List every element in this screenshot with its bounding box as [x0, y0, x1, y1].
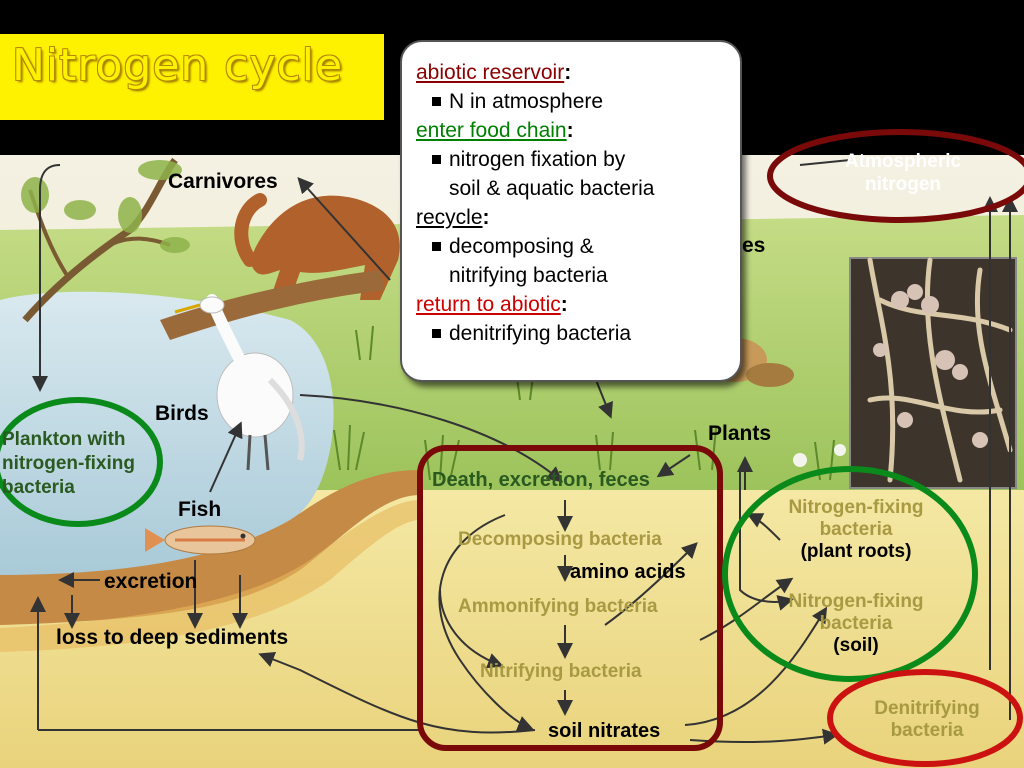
- cycle-arrows: [30, 164, 1018, 745]
- nitrogen-fixing-highlight-circle: [722, 466, 978, 682]
- ammonifying-bacteria-label: Ammonifying bacteria: [458, 596, 658, 617]
- tree: [21, 157, 190, 323]
- abiotic-reservoir-heading: abiotic reservoir:: [416, 61, 572, 84]
- carnivores-label: Carnivores: [168, 170, 278, 193]
- plants-label: Plants: [708, 422, 772, 445]
- bullet-item-continued: nitrifying bacteria: [449, 264, 608, 287]
- recycle-heading: recycle:: [416, 206, 490, 229]
- info-callout: abiotic reservoir: N in atmosphere enter…: [400, 40, 742, 382]
- return-to-abiotic-heading: return to abiotic:: [416, 293, 568, 316]
- bullet-item: decomposing &: [416, 232, 740, 261]
- enter-food-chain-heading: enter food chain:: [416, 119, 574, 142]
- heron-bird: [174, 294, 305, 471]
- birds-label: Birds: [155, 402, 209, 425]
- pond-bank-sediment: [0, 470, 420, 625]
- death-excretion-label: Death, excretion, feces: [432, 469, 650, 491]
- herbivores-label-partial: es: [742, 234, 766, 257]
- bullet-item: N in atmosphere: [416, 87, 740, 116]
- bullet-item: denitrifying bacteria: [416, 319, 740, 348]
- nitrogen-fixing-soil-label: Nitrogen-fixing bacteria (soil): [788, 591, 924, 656]
- decomposing-bacteria-label: Decomposing bacteria: [458, 529, 662, 550]
- carnivore-fox: [234, 193, 400, 300]
- title-banner: Nitrogen cycle: [0, 34, 384, 120]
- bullet-item: nitrogen fixation by: [416, 145, 740, 174]
- amino-acids-label: amino acids: [570, 561, 686, 583]
- loss-to-sediments-label: loss to deep sediments: [56, 626, 289, 649]
- page-title: Nitrogen cycle: [12, 40, 344, 91]
- bullet-item-continued: soil & aquatic bacteria: [449, 177, 655, 200]
- soil-nitrates-label: soil nitrates: [548, 720, 661, 742]
- atmospheric-nitrogen-highlight: [767, 129, 1024, 223]
- denitrifying-highlight: [827, 669, 1023, 767]
- root-nodules-photo: [849, 257, 1017, 489]
- fish: [145, 525, 256, 555]
- nitrifying-bacteria-label: Nitrifying bacteria: [480, 661, 642, 682]
- recycle-highlight-box: [417, 445, 723, 751]
- plankton-highlight-circle: [0, 397, 163, 527]
- fish-label: Fish: [178, 498, 222, 521]
- excretion-label: excretion: [104, 570, 198, 593]
- nitrogen-fixing-roots-label: Nitrogen-fixing bacteria (plant roots): [788, 497, 924, 562]
